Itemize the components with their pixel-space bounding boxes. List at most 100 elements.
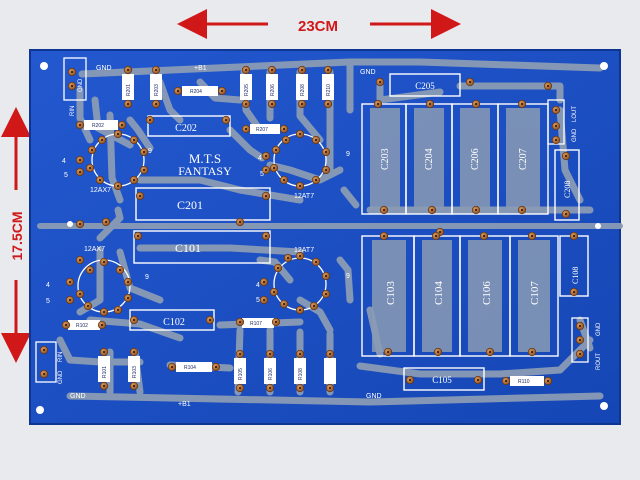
pad-hole	[78, 170, 82, 174]
svg-text:R105: R105	[238, 368, 244, 380]
pad-hole	[314, 178, 318, 182]
pad-hole	[154, 68, 158, 72]
pad-hole	[270, 102, 274, 106]
pad-hole	[578, 324, 582, 328]
resistor-r207: R207	[250, 124, 280, 134]
pad-hole	[482, 234, 486, 238]
pad-hole	[142, 168, 146, 172]
cap-c105-label: C105	[432, 375, 452, 385]
pad-hole	[244, 127, 248, 131]
pad-hole	[42, 372, 46, 376]
cap-c101-label: C101	[175, 241, 201, 255]
brand-line1: M.T.S	[189, 151, 221, 166]
mount-hole-ml	[67, 221, 73, 227]
svg-text:R203: R203	[154, 84, 160, 96]
pad-hole	[126, 68, 130, 72]
pad-hole	[564, 154, 568, 158]
pad-hole	[578, 352, 582, 356]
tube-1-pin9: 9	[148, 148, 152, 155]
pad-hole	[274, 148, 278, 152]
pad-hole	[238, 352, 242, 356]
label-gnd-left-vertical: GND	[78, 78, 84, 92]
tube-3-label: 12AX7	[84, 246, 105, 253]
pad-hole	[298, 386, 302, 390]
label-rin-left-vertical: RIN	[70, 106, 76, 116]
pad-hole	[138, 194, 142, 198]
pad-hole	[382, 234, 386, 238]
tube-1-pin4: 4	[62, 158, 66, 165]
pad-hole	[90, 148, 94, 152]
resistor-r104: R104	[176, 362, 212, 372]
connector-top-left	[63, 57, 87, 101]
resistor-r202: R202	[84, 120, 118, 130]
pad-hole	[238, 386, 242, 390]
pad-hole	[154, 102, 158, 106]
solder-pads	[39, 65, 585, 393]
label-gnd-bottom: GND	[70, 393, 86, 400]
resistor-r101: R101	[98, 356, 110, 382]
label-lout: LOUT	[572, 106, 578, 122]
pad-hole	[102, 260, 106, 264]
pad-hole	[530, 350, 534, 354]
svg-text:R104: R104	[184, 365, 196, 371]
pad-hole	[220, 89, 224, 93]
tube-4-pin5: 5	[256, 297, 260, 304]
label-gnd-rout: GND	[596, 322, 602, 336]
pad-hole	[136, 234, 140, 238]
resistor-r108: R108	[294, 358, 306, 384]
svg-text:R108: R108	[298, 368, 304, 380]
svg-text:R204: R204	[190, 89, 202, 95]
svg-text:R201: R201	[126, 84, 132, 96]
tube-1-pin5: 5	[64, 172, 68, 179]
pad-hole	[102, 384, 106, 388]
pad-hole	[324, 274, 328, 278]
pad-hole	[264, 234, 268, 238]
tube-4-pin9: 9	[346, 273, 350, 280]
pad-hole	[104, 220, 108, 224]
pad-hole	[70, 84, 74, 88]
pad-hole	[88, 166, 92, 170]
cap-c208-outline	[554, 149, 580, 221]
pad-hole	[436, 350, 440, 354]
pad-hole	[102, 350, 106, 354]
pad-hole	[314, 260, 318, 264]
mounting-holes	[36, 62, 608, 414]
pad-hole	[282, 178, 286, 182]
pad-hole	[244, 102, 248, 106]
pad-hole	[132, 318, 136, 322]
cap-c202-label: C202	[175, 123, 197, 134]
height-dimension: 17.5CM	[1, 107, 32, 363]
pad-hole	[42, 348, 46, 352]
silkscreen-text: M.T.S FANTASY C202 C201 C101 C102 C205 C…	[46, 65, 602, 408]
pad-hole	[100, 323, 104, 327]
pad-hole	[468, 80, 472, 84]
tube-4-pin4: 4	[256, 282, 260, 289]
pad-hole	[132, 178, 136, 182]
pad-hole	[300, 68, 304, 72]
pad-hole	[262, 280, 266, 284]
pad-hole	[476, 378, 480, 382]
tube-3-pin4: 4	[46, 282, 50, 289]
cap-c203-label: C203	[380, 148, 391, 170]
cap-c107-label: C107	[529, 281, 541, 305]
pad-hole	[276, 266, 280, 270]
pad-hole	[120, 123, 124, 127]
resistors: R201 R203 R204 R205 R206 R208 R210 R202 …	[68, 74, 544, 386]
pad-hole	[378, 80, 382, 84]
width-label: 23CM	[298, 18, 338, 35]
pad-hole	[238, 220, 242, 224]
pad-hole	[64, 323, 68, 327]
pad-hole	[132, 138, 136, 142]
label-b1-bottom: +B1	[178, 401, 191, 408]
cap-c205-outline	[389, 73, 461, 97]
pad-hole	[428, 102, 432, 106]
pad-hole	[386, 350, 390, 354]
label-gnd-bottom-mid: GND	[366, 393, 382, 400]
mount-hole-br	[600, 402, 608, 410]
tube-2-pin9: 9	[346, 151, 350, 158]
pad-hole	[170, 365, 174, 369]
pad-hole	[298, 184, 302, 188]
svg-text:R102: R102	[76, 323, 88, 329]
pad-hole	[142, 150, 146, 154]
tube-2-label: 12AT7	[294, 193, 314, 200]
